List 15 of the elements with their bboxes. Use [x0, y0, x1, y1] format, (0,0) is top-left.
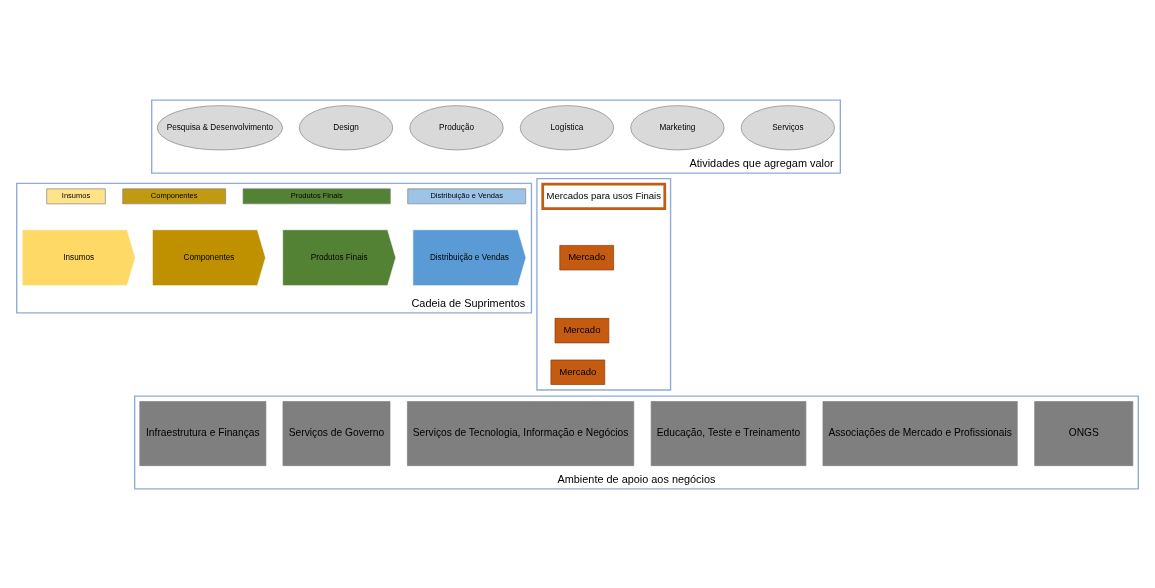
node-box: Infraestrutura e Finanças: [139, 400, 267, 466]
node-box: Serviços de Governo: [282, 400, 391, 466]
node-box: Produtos Finais: [242, 188, 391, 204]
node-box: Educação, Teste e Treinamento: [650, 400, 807, 466]
node-box: Associações de Mercado e Profissionais: [822, 400, 1018, 466]
node-box: Componentes: [122, 188, 226, 204]
node-box: Mercados para usos Finais: [541, 182, 667, 210]
node-box: Mercado: [554, 317, 610, 343]
node-box: Mercado: [550, 359, 606, 385]
node-box: Mercado: [559, 244, 614, 270]
node-box: Serviços de Tecnologia, Informação e Negócios: [407, 400, 635, 466]
node-box: Distribuição e Vendas: [407, 188, 526, 204]
node-box: Insumos: [46, 188, 106, 204]
node-box: ONGS: [1034, 400, 1134, 466]
cluster: [536, 177, 672, 391]
